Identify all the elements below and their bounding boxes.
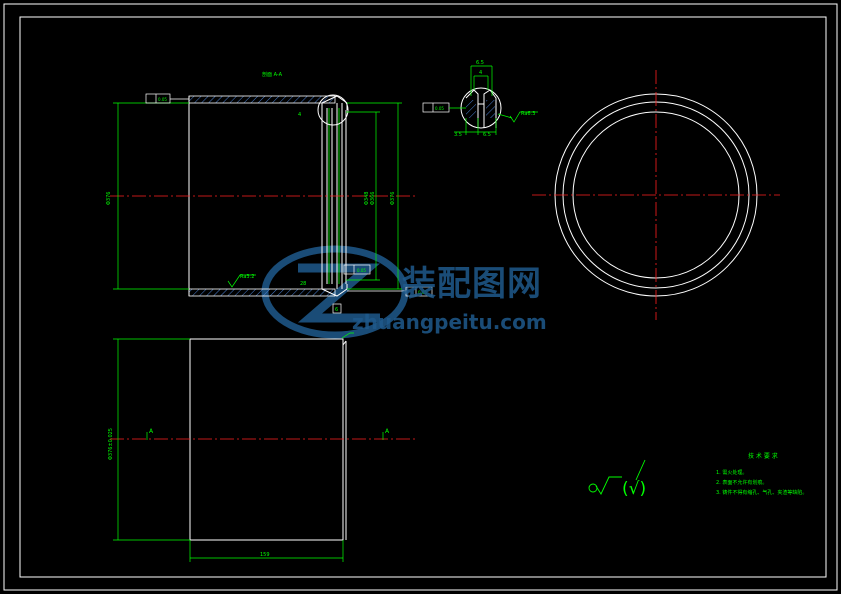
tolerance-frame-bottom	[332, 264, 433, 314]
roughness-mark-text: (√)	[622, 479, 646, 499]
detail-dims	[422, 65, 538, 135]
tolerance-top-text: 0.05	[158, 97, 167, 102]
tech-line-1: 1. 需火处理。	[716, 470, 748, 476]
detail-tolerance: 0.05	[435, 106, 444, 111]
tech-title: 技 术 要 求	[748, 453, 778, 460]
dim-side-small: 4	[298, 112, 301, 118]
watermark-en: zhuangpeitu.com	[352, 310, 547, 334]
detail-ra: Ra6.3	[521, 111, 535, 117]
detail-dim-1: 6.5	[476, 60, 484, 66]
ra-text-1: Ra3.2	[240, 274, 254, 280]
watermark-cn: 装配图网	[402, 264, 542, 304]
detail-circle	[317, 94, 349, 126]
tolerance-bottom-mid: 0.05	[357, 268, 366, 273]
dim-right	[346, 102, 402, 290]
section-marker-right: A	[385, 428, 390, 435]
dim-inner-2: Φ366	[370, 192, 376, 205]
tolerance-bottom-right: 0.05	[418, 290, 427, 295]
front-dim-height: Φ376±0.025	[108, 428, 114, 460]
tolerance-frame-top	[145, 93, 189, 104]
front-dim-width: 159	[260, 552, 270, 558]
technical-requirements: 技 术 要 求 1. 需火处理。 2. 表面不允许有划痕。 3. 铸件不得有缩孔…	[716, 452, 807, 498]
bottom-wall-hatch	[188, 288, 336, 297]
detail-dim-4: 6.5	[483, 132, 491, 138]
roughness-symbol-icon	[588, 459, 646, 495]
outer-frame	[3, 3, 838, 591]
detail-hatch	[466, 100, 476, 118]
top-wall-hatch	[188, 95, 336, 104]
tech-line-2: 2. 表面不允许有划痕。	[716, 480, 768, 486]
dim-left-text: Φ376	[106, 192, 112, 205]
section-label: 剖面 A-A	[262, 71, 283, 78]
inner-frame	[19, 16, 827, 578]
dim-inner-1: Φ348	[364, 192, 370, 205]
ra-symbol-1	[227, 274, 256, 288]
front-dims	[113, 332, 384, 562]
dim-bottom-small: 28	[300, 281, 306, 287]
detail-dim-3: 3.5	[454, 132, 462, 138]
front-view	[189, 338, 347, 541]
dim-outer-right: Φ376	[390, 192, 396, 205]
tech-line-3: 3. 铸件不得有缩孔、气孔、夹渣等缺陷。	[716, 490, 808, 496]
detail-dim-2: 4	[479, 70, 482, 76]
section-marker-left: A	[149, 428, 154, 435]
plan-marker: 6	[335, 307, 338, 313]
